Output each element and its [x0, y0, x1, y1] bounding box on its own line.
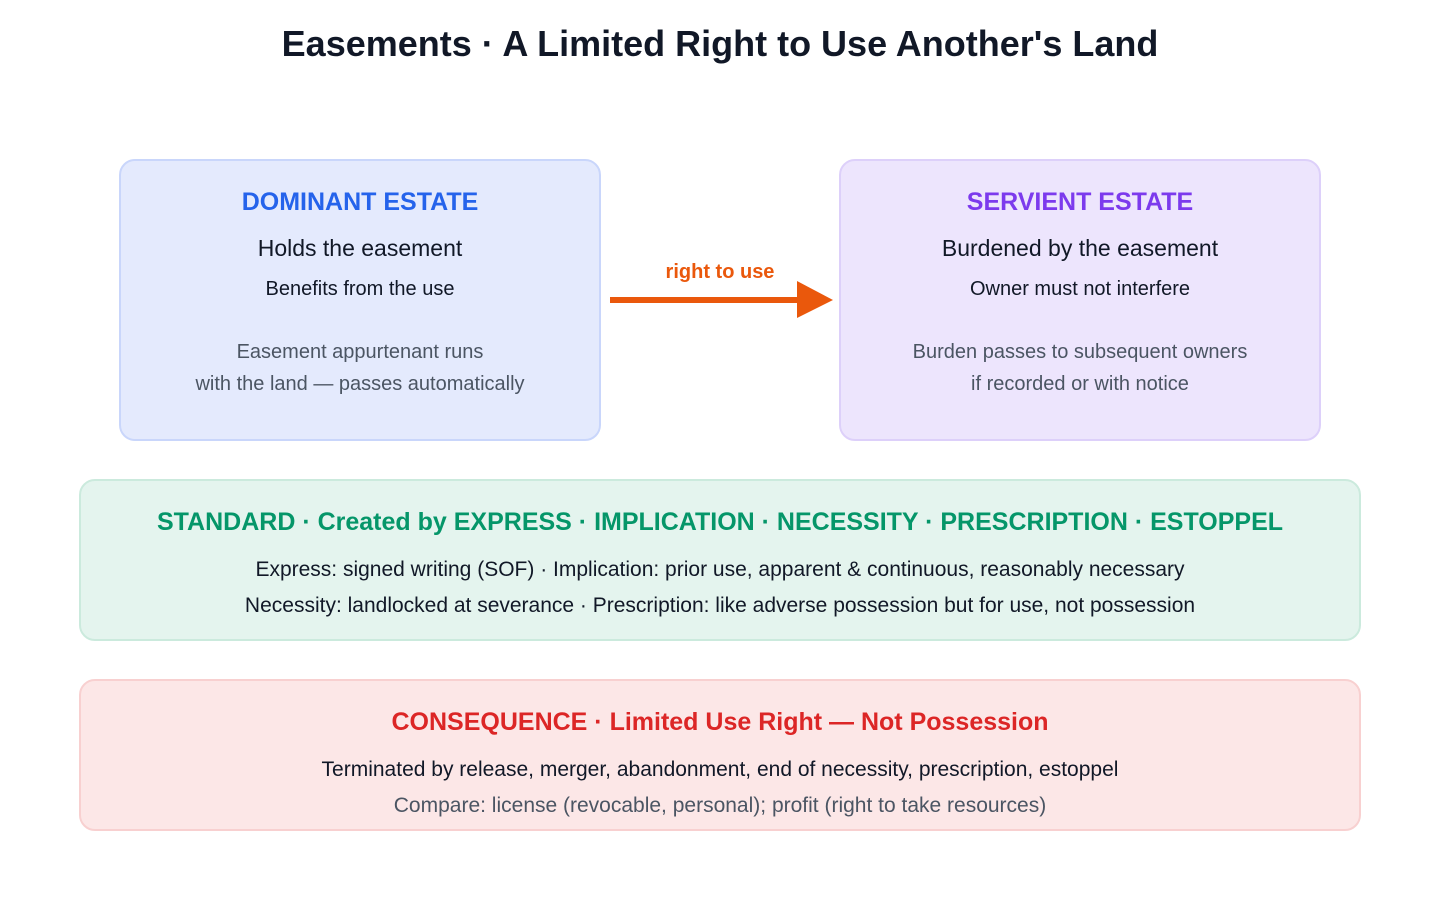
right-to-use-arrow	[610, 281, 833, 318]
consequence-heading: CONSEQUENCE · Limited Use Right — Not Po…	[391, 708, 1049, 736]
standard-box: STANDARD · Created by EXPRESS · IMPLICAT…	[79, 479, 1361, 641]
dominant-estate-box: DOMINANT ESTATE Holds the easement Benef…	[119, 159, 601, 441]
consequence-box: CONSEQUENCE · Limited Use Right — Not Po…	[79, 679, 1361, 831]
standard-heading: STANDARD · Created by EXPRESS · IMPLICAT…	[156, 508, 1284, 536]
standard-detail-line: Necessity: landlocked at severance · Pre…	[244, 594, 1196, 617]
page-title: Easements · A Limited Right to Use Anoth…	[281, 23, 1159, 64]
dominant-estate-benefit: Benefits from the use	[265, 278, 455, 300]
standard-detail-line: Express: signed writing (SOF) · Implicat…	[255, 558, 1185, 581]
servient-estate-note: Burden passes to subsequent owners if re…	[841, 336, 1319, 400]
servient-estate-duty: Owner must not interfere	[969, 278, 1191, 300]
arrow-head-icon	[797, 281, 833, 318]
servient-estate-note-line: if recorded or with notice	[971, 373, 1189, 395]
dominant-estate-note: Easement appurtenant runs with the land …	[121, 336, 599, 400]
servient-estate-note-line: Burden passes to subsequent owners	[912, 341, 1248, 363]
dominant-estate-note-line: with the land — passes automatically	[195, 373, 525, 395]
dominant-estate-role: Holds the easement	[257, 235, 463, 261]
consequence-termination-line: Terminated by release, merger, abandonme…	[321, 758, 1119, 781]
servient-estate-box: SERVIENT ESTATE Burdened by the easement…	[839, 159, 1321, 441]
servient-estate-role: Burdened by the easement	[941, 235, 1219, 261]
connector-label: right to use	[665, 261, 775, 283]
servient-estate-heading: SERVIENT ESTATE	[966, 188, 1194, 216]
consequence-compare-line: Compare: license (revocable, personal); …	[393, 794, 1047, 817]
dominant-estate-heading: DOMINANT ESTATE	[241, 188, 479, 216]
dominant-estate-note-line: Easement appurtenant runs	[236, 341, 484, 363]
